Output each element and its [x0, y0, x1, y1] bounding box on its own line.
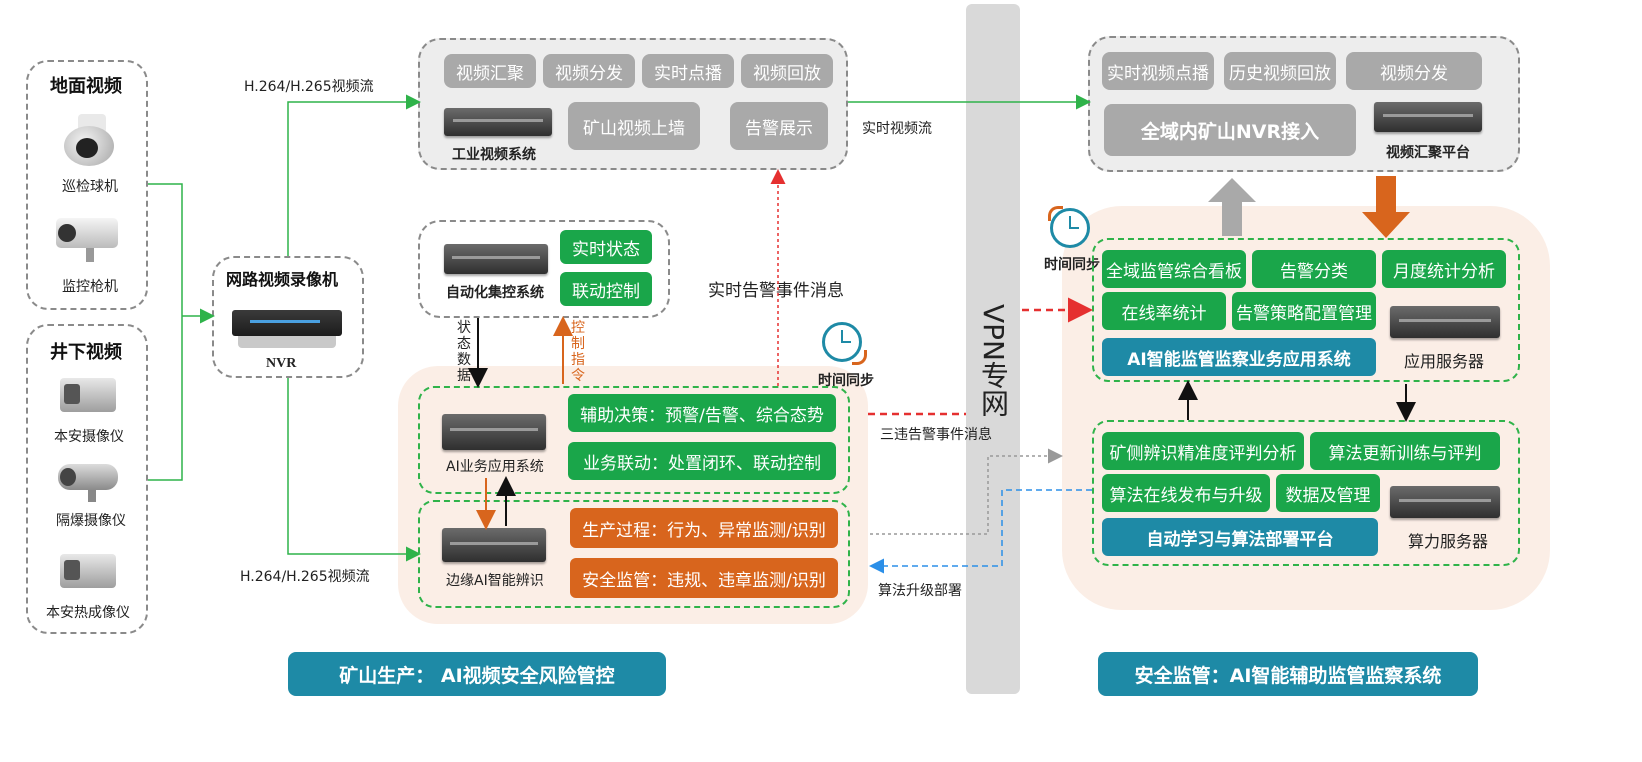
explosion-proof-camera-icon: [58, 456, 122, 502]
status-data-label: 状态数据: [457, 320, 471, 384]
clock-icon: [1048, 206, 1092, 250]
platform-btn[interactable]: 实时视频点播: [1102, 52, 1214, 90]
industrial-btn[interactable]: 视频回放: [741, 54, 833, 88]
stream-label-top: H.264/H.265视频流: [244, 79, 374, 95]
device-label: 监控枪机: [62, 279, 118, 295]
realtime-alarm-label: 实时告警事件消息: [708, 281, 844, 301]
down-arrow-icon: [1362, 176, 1410, 238]
device-label: 本安摄像仪: [54, 429, 124, 445]
realtime-status-button[interactable]: 实时状态: [560, 230, 652, 264]
underground-video-title: 井下视频: [50, 342, 122, 363]
nvr-access-button[interactable]: 全域内矿山NVR接入: [1104, 104, 1356, 156]
stream-label-bottom: H.264/H.265视频流: [240, 569, 370, 585]
device-label: 巡检球机: [62, 179, 118, 195]
alarm-display-button[interactable]: 告警展示: [730, 102, 828, 150]
intrinsic-camera-icon: [60, 372, 120, 418]
linkage-button[interactable]: 业务联动：处置闭环、联动控制: [568, 442, 836, 480]
nvr-label: NVR: [266, 356, 297, 371]
ground-video-title: 地面视频: [50, 76, 122, 97]
app-btn[interactable]: 全域监管综合看板: [1102, 250, 1246, 288]
industrial-btn[interactable]: 视频汇聚: [444, 54, 536, 88]
nvr-device-icon: [232, 310, 344, 350]
up-arrow-icon: [1208, 178, 1256, 236]
linkage-control-button[interactable]: 联动控制: [560, 272, 652, 306]
platform-btn[interactable]: 视频分发: [1346, 52, 1482, 90]
app-btn[interactable]: 月度统计分析: [1382, 250, 1506, 288]
device-label: 隔爆摄像仪: [56, 513, 126, 529]
bullet-camera-icon: [52, 212, 122, 264]
time-sync-label: 时间同步: [818, 373, 874, 389]
ai-app-server-icon: [442, 414, 546, 450]
compute-btn[interactable]: 数据及管理: [1276, 474, 1380, 512]
video-wall-button[interactable]: 矿山视频上墙: [568, 102, 700, 150]
industrial-btn[interactable]: 视频分发: [543, 54, 635, 88]
realtime-stream-label: 实时视频流: [862, 121, 932, 137]
ground-video-box: [26, 60, 148, 310]
compute-btn[interactable]: 矿侧辨识精准度评判分析: [1102, 432, 1304, 470]
nvr-title: 网路视频录像机: [226, 270, 339, 289]
platform-server-icon: [1374, 102, 1482, 132]
edge-ai-server-icon: [442, 528, 546, 562]
decision-button[interactable]: 辅助决策：预警/告警、综合态势: [568, 394, 836, 432]
compute-server-box: [1092, 420, 1520, 566]
violation-msg-label: 三违告警事件消息: [880, 427, 992, 443]
algo-deploy-label: 算法升级部署: [878, 583, 962, 599]
app-server-box: [1092, 238, 1520, 382]
compute-btn[interactable]: 算法在线发布与升级: [1102, 474, 1270, 512]
app-server-label: 应用服务器: [1404, 352, 1485, 371]
compute-server-label: 算力服务器: [1408, 532, 1489, 551]
clock-icon: [822, 322, 867, 366]
app-btn[interactable]: 在线率统计: [1102, 292, 1226, 330]
app-btn[interactable]: 告警分类: [1252, 250, 1376, 288]
vpn-column: [966, 4, 1020, 694]
production-button[interactable]: 生产过程：行为、异常监测/识别: [570, 508, 838, 548]
automation-server-icon: [444, 244, 548, 274]
auto-learning-platform[interactable]: 自动学习与算法部署平台: [1102, 518, 1378, 556]
ai-supervision-system[interactable]: AI智能监管监察业务应用系统: [1102, 338, 1376, 376]
compute-btn[interactable]: 算法更新训练与评判: [1310, 432, 1500, 470]
underground-video-box: [26, 324, 148, 634]
ai-app-label: AI业务应用系统: [446, 459, 544, 475]
platform-label: 视频汇聚平台: [1386, 145, 1470, 161]
dome-camera-icon: [58, 112, 120, 168]
app-btn[interactable]: 告警策略配置管理: [1232, 292, 1376, 330]
platform-btn[interactable]: 历史视频回放: [1224, 52, 1336, 90]
safety-button[interactable]: 安全监管：违规、违章监测/识别: [570, 558, 838, 598]
industrial-btn[interactable]: 实时点播: [642, 54, 734, 88]
edge-ai-label: 边缘AI智能辨识: [446, 573, 544, 589]
left-banner: 矿山生产： AI视频安全风险管控: [288, 652, 666, 696]
ai-app-box: [418, 386, 850, 494]
vpn-label: VPN专网: [977, 303, 1010, 417]
compute-server-icon: [1390, 486, 1500, 518]
thermal-camera-icon: [60, 548, 120, 594]
control-command-label: 控制指令: [571, 320, 585, 384]
time-sync-label: 时间同步: [1044, 257, 1100, 273]
right-banner: 安全监管：AI智能辅助监管监察系统: [1098, 652, 1478, 696]
industrial-label: 工业视频系统: [452, 147, 536, 163]
automation-label: 自动化集控系统: [446, 285, 544, 301]
industrial-server-icon: [444, 108, 552, 136]
automation-box: [418, 220, 670, 318]
app-server-icon: [1390, 306, 1500, 338]
device-label: 本安热成像仪: [46, 605, 130, 621]
